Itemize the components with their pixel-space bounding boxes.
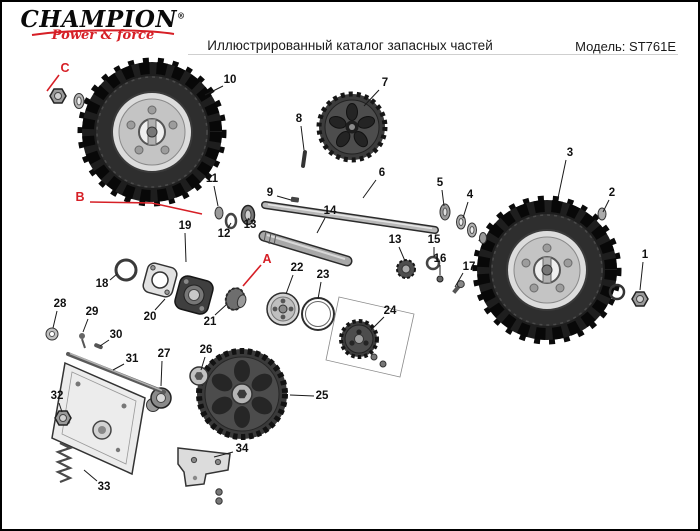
bolt-29 xyxy=(79,333,86,349)
nut-washer-group-c xyxy=(49,88,85,109)
spring xyxy=(55,442,73,484)
bolt-small-1 xyxy=(370,353,378,361)
champion-logo: CHAMPION® Power & force xyxy=(18,8,188,43)
axle-left-washers xyxy=(214,204,256,230)
hex-bushing xyxy=(189,366,209,386)
registered-mark: ® xyxy=(176,10,186,21)
brand-name: CHAMPION® xyxy=(20,6,186,33)
chain-sprocket xyxy=(316,91,388,163)
bearing-cluster xyxy=(396,255,465,294)
small-sprocket xyxy=(339,319,379,359)
header-rule xyxy=(188,54,678,55)
bevel-gear xyxy=(224,287,247,311)
bolt-bottom-2 xyxy=(215,497,223,505)
logo-swoosh xyxy=(31,29,175,36)
main-axle xyxy=(261,196,439,234)
pin-30 xyxy=(94,343,103,350)
flange-bearing-light xyxy=(142,262,178,298)
page-title: Иллюстрированный каталог запасных частей xyxy=(207,38,493,53)
nut-washer-right xyxy=(608,283,649,307)
bolt-small-2 xyxy=(379,360,387,368)
bearing-27 xyxy=(146,387,172,412)
assembly-box xyxy=(325,296,415,378)
drive-gear xyxy=(196,348,288,440)
model-label: Модель: ST761E xyxy=(575,39,676,54)
frame-plate xyxy=(51,352,166,476)
pulley xyxy=(266,292,300,326)
axle-right-washers xyxy=(439,203,607,244)
snap-ring xyxy=(114,258,138,282)
bracket xyxy=(177,447,231,487)
catalog-header: CHAMPION® Power & force Иллюстрированный… xyxy=(2,2,698,58)
pin-part-8 xyxy=(301,150,307,168)
washer-28 xyxy=(45,327,59,341)
bolt-bottom-1 xyxy=(215,488,223,496)
flange-bearing-dark xyxy=(174,275,214,315)
hex-shaft xyxy=(258,230,353,267)
brand-tagline: Power & force xyxy=(51,28,155,43)
